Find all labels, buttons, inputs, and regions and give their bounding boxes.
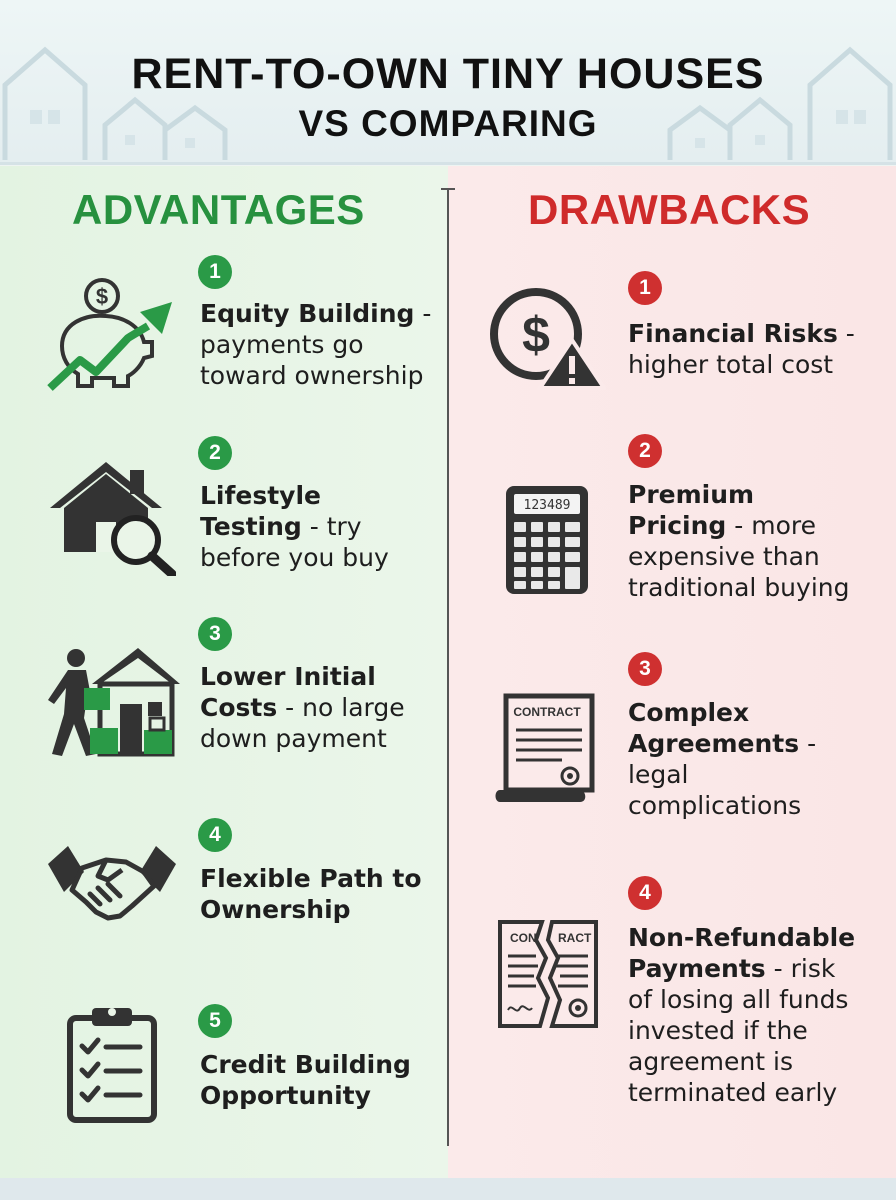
svg-text:$: $: [522, 307, 550, 363]
column-divider-cap: [441, 188, 455, 190]
item-title: Flexible Path to Ownership: [200, 864, 422, 924]
torn-contract-label-left: CON: [510, 931, 537, 945]
item-title: Equity Building: [200, 299, 415, 328]
advantage-text: Credit Building Opportunity: [200, 1049, 420, 1111]
drawback-text: Financial Risks - higher total cost: [628, 318, 868, 380]
item-title: Financial Risks: [628, 319, 838, 348]
number-badge: 4: [198, 818, 232, 852]
torn-contract-label-right: RACT: [558, 931, 592, 945]
house-magnifier-icon: [50, 462, 176, 576]
item-separator: -: [799, 729, 817, 758]
page-title: RENT-TO-OWN TINY HOUSES: [131, 50, 765, 98]
item-separator: -: [301, 512, 327, 541]
number-badge: 4: [628, 876, 662, 910]
item-separator: -: [765, 954, 791, 983]
item-separator: -: [277, 693, 303, 722]
drawback-text: Non-Refundable Payments - risk of losing…: [628, 922, 860, 1108]
item-description: higher total cost: [628, 350, 834, 379]
drawbacks-heading: DRAWBACKS: [528, 186, 811, 233]
svg-text:$: $: [96, 284, 108, 309]
advantage-text: Lower Initial Costs - no large down paym…: [200, 661, 420, 754]
number-badge: 1: [628, 271, 662, 305]
item-description: payments go toward ownership: [200, 330, 424, 390]
calculator-display: 123489: [524, 498, 571, 513]
moving-in-house-icon: [48, 648, 180, 757]
item-separator: -: [414, 299, 432, 328]
item-title: Credit Building Opportunity: [200, 1050, 411, 1110]
item-description: more expensive than traditional buying: [628, 511, 850, 602]
drawback-text: Premium Pricing - more expensive than tr…: [628, 479, 858, 603]
number-badge: 5: [198, 1004, 232, 1038]
item-description: legal complications: [628, 760, 802, 820]
item-title: Complex Agreements: [628, 698, 800, 758]
item-description: try before you buy: [200, 512, 389, 572]
advantage-text: Equity Building - payments go toward own…: [200, 298, 440, 391]
column-divider: [447, 188, 449, 1146]
header-banner: RENT-TO-OWN TINY HOUSES VS COMPARING: [0, 0, 896, 165]
item-description: no large down payment: [200, 693, 405, 753]
piggy-bank-growth-icon: $: [47, 278, 172, 391]
item-title: Lifestyle Testing: [200, 481, 321, 541]
handshake-icon: [48, 846, 176, 921]
calculator-icon: 123489: [506, 486, 588, 594]
number-badge: 1: [198, 255, 232, 289]
contract-scroll-icon: CONTRACT: [495, 693, 595, 802]
item-description: risk of losing all funds invested if the…: [628, 954, 849, 1107]
page-subtitle: VS COMPARING: [298, 103, 598, 144]
item-title: Premium Pricing: [628, 480, 755, 540]
contract-label: CONTRACT: [513, 705, 581, 719]
dollar-warning-icon: $: [490, 288, 606, 390]
checklist-clipboard-icon: [67, 1008, 157, 1123]
advantages-heading: ADVANTAGES: [72, 186, 365, 233]
drawback-text: Complex Agreements - legal complications: [628, 697, 828, 821]
number-badge: 2: [628, 434, 662, 468]
item-title: Non-Refundable Payments: [628, 923, 856, 983]
number-badge: 3: [628, 652, 662, 686]
advantage-text: Flexible Path to Ownership: [200, 863, 430, 925]
item-separator: -: [726, 511, 752, 540]
house-skyline-decoration: [2, 46, 893, 160]
number-badge: 3: [198, 617, 232, 651]
advantage-text: Lifestyle Testing - try before you buy: [200, 480, 430, 573]
item-title: Lower Initial Costs: [200, 662, 376, 722]
item-separator: -: [837, 319, 855, 348]
number-badge: 2: [198, 436, 232, 470]
torn-contract-icon: CON RACT: [498, 920, 598, 1028]
footer-strip: [0, 1178, 896, 1200]
